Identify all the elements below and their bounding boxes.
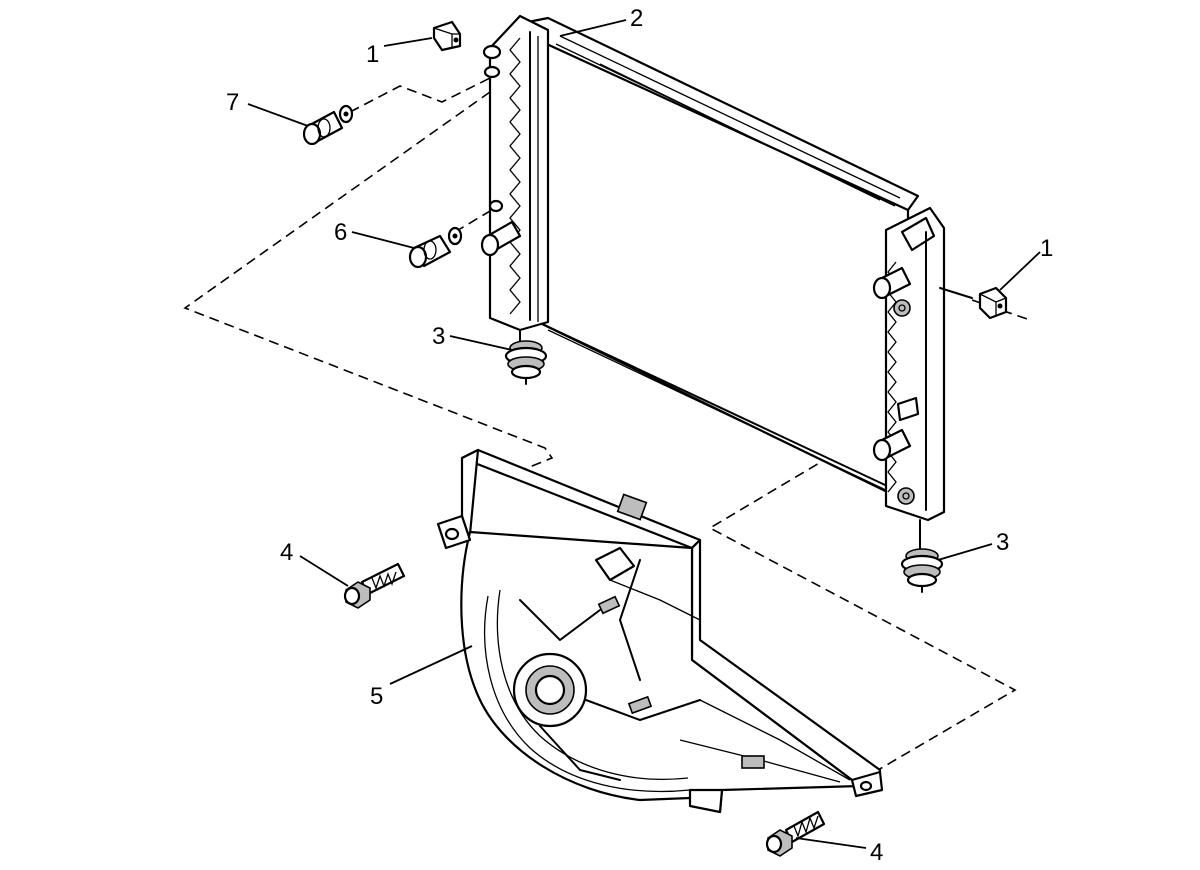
callout-insulator-left: 3 bbox=[432, 323, 445, 350]
callout-bolt-bottom: 4 bbox=[870, 839, 883, 866]
callout-clip-top-left: 1 bbox=[366, 41, 379, 68]
callout-fitting-lower: 6 bbox=[334, 219, 347, 246]
clip-right bbox=[978, 286, 1008, 320]
fitting-lower bbox=[408, 226, 463, 269]
alignment-lines bbox=[183, 77, 1031, 791]
insulator-left bbox=[504, 340, 548, 385]
bolt-bottom bbox=[765, 810, 826, 857]
callout-clip-right: 1 bbox=[1040, 235, 1053, 262]
clip-top-left bbox=[432, 20, 462, 52]
callout-fitting-upper: 7 bbox=[226, 89, 239, 116]
fan-shroud bbox=[436, 448, 884, 814]
callout-bolt-left: 4 bbox=[280, 539, 293, 566]
radiator bbox=[480, 14, 973, 549]
fitting-upper bbox=[302, 104, 354, 146]
callout-insulator-right: 3 bbox=[996, 529, 1009, 556]
bolt-left bbox=[343, 562, 406, 609]
callout-radiator: 2 bbox=[630, 5, 643, 32]
insulator-right bbox=[900, 548, 944, 593]
callout-labels: 1 2 7 6 1 3 3 4 5 4 bbox=[226, 5, 1053, 866]
leader-lines bbox=[247, 19, 1041, 849]
callout-fan-shroud: 5 bbox=[370, 683, 383, 710]
